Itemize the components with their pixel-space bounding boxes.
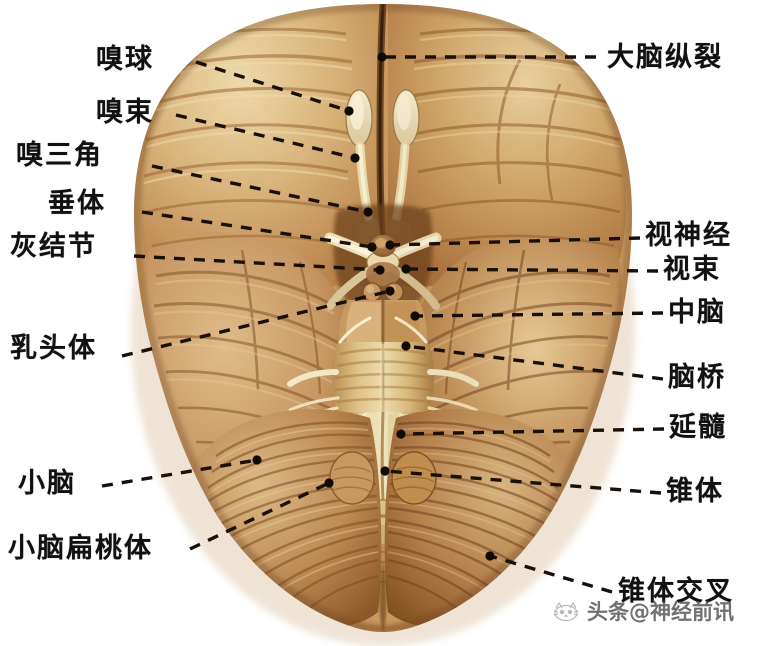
leader-line-cerebellar-tonsil bbox=[189, 481, 330, 551]
label-optic-tract: 视束 bbox=[663, 254, 721, 285]
watermark: 头条@神经前讯 bbox=[552, 596, 734, 626]
leader-line-olfactory-tract bbox=[175, 113, 356, 160]
label-pituitary-gland: 垂体 bbox=[48, 188, 106, 219]
leader-line-cerebellum bbox=[101, 458, 258, 488]
leader-line-tuber-cinereum bbox=[133, 254, 381, 272]
frontal-lobe-left bbox=[140, 4, 378, 286]
leader-line-mammillary-body bbox=[121, 289, 391, 358]
label-olfactory-bulb: 嗅球 bbox=[96, 44, 154, 75]
leader-line-pyramid bbox=[384, 469, 662, 495]
label-pyramid: 锥体 bbox=[666, 476, 724, 507]
label-medulla-oblongata: 延髓 bbox=[669, 412, 727, 443]
leader-line-optic-nerve bbox=[389, 236, 641, 247]
leader-anchor-dots bbox=[252, 52, 495, 561]
tuber-cinereum bbox=[366, 262, 400, 286]
label-optic-nerve: 视神经 bbox=[645, 220, 732, 251]
label-pons: 脑桥 bbox=[668, 362, 726, 393]
brain-body bbox=[134, 4, 632, 632]
cerebellar-tonsil-left bbox=[329, 451, 375, 505]
label-olfactory-tract: 嗅束 bbox=[96, 97, 154, 128]
label-cerebellar-tonsil: 小脑扁桃体 bbox=[8, 533, 153, 564]
leader-line-olfactory-bulb bbox=[195, 60, 350, 113]
label-midbrain: 中脑 bbox=[668, 297, 726, 328]
leader-line-olfactory-trigone bbox=[151, 164, 369, 214]
gyri-hilite-temporal-right bbox=[419, 279, 613, 391]
label-tuber-cinereum: 灰结节 bbox=[10, 231, 97, 262]
label-cerebellum: 小脑 bbox=[18, 468, 76, 499]
cat-logo-icon bbox=[553, 601, 579, 622]
leader-lines-group bbox=[101, 55, 665, 594]
label-mammillary-body: 乳头体 bbox=[10, 333, 97, 364]
watermark-text: 头条@神经前讯 bbox=[587, 600, 734, 624]
leader-line-pyramidal-decussation bbox=[489, 554, 613, 594]
leader-line-medulla bbox=[400, 427, 665, 436]
label-longitudinal-fissure: 大脑纵裂 bbox=[607, 42, 723, 73]
frontal-lobe-right bbox=[388, 4, 626, 286]
leader-line-midbrain bbox=[414, 311, 664, 318]
leader-line-optic-tract bbox=[405, 267, 659, 273]
midbrain-cerebral-peduncles bbox=[339, 300, 427, 344]
label-pyramidal-decussation: 锥体交叉 bbox=[618, 576, 734, 607]
cerebellar-tonsil-right bbox=[391, 451, 437, 505]
label-olfactory-trigone: 嗅三角 bbox=[16, 140, 103, 171]
leader-line-pons bbox=[405, 344, 664, 381]
